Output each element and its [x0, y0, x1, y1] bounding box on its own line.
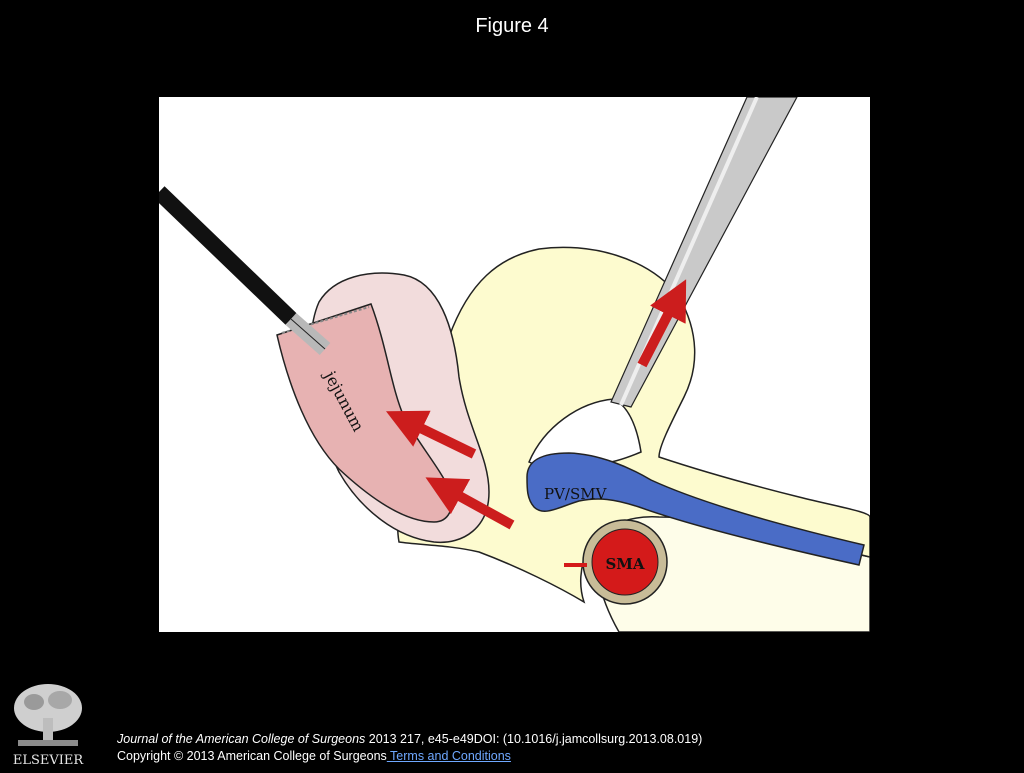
copyright-text: Copyright © 2013 American College of Sur…: [117, 749, 387, 763]
sma-artery: [591, 528, 659, 596]
arrow-lower-left: [425, 477, 515, 530]
left-instrument-shaft: [159, 186, 297, 325]
surgical-diagram: jejunum PV/SMV SMA: [159, 97, 870, 632]
elsevier-logo: ELSEVIER: [8, 680, 88, 768]
arrow-instrument: [637, 279, 687, 368]
label-sma: SMA: [605, 555, 644, 573]
jejunum-lumen: [276, 303, 453, 523]
figure-panel: jejunum PV/SMV SMA: [159, 97, 870, 632]
figure-title: Figure 4: [475, 15, 549, 37]
label-pv-smv: PV/SMV: [544, 485, 608, 503]
terms-link[interactable]: Terms and Conditions: [386, 749, 511, 763]
pv-smv-vein: [526, 452, 865, 566]
arrow-upper-left: [386, 410, 477, 459]
journal-name: Journal of the American College of Surge…: [117, 732, 366, 746]
citation-details: 2013 217, e45-e49DOI: (10.1016/j.jamcoll…: [365, 732, 703, 746]
citation-block: Journal of the American College of Surge…: [117, 731, 702, 765]
citation-line: Journal of the American College of Surge…: [117, 731, 702, 748]
publisher-name: ELSEVIER: [13, 753, 85, 768]
elsevier-tree-icon: ELSEVIER: [8, 680, 88, 768]
copyright-line: Copyright © 2013 American College of Sur…: [117, 748, 702, 765]
